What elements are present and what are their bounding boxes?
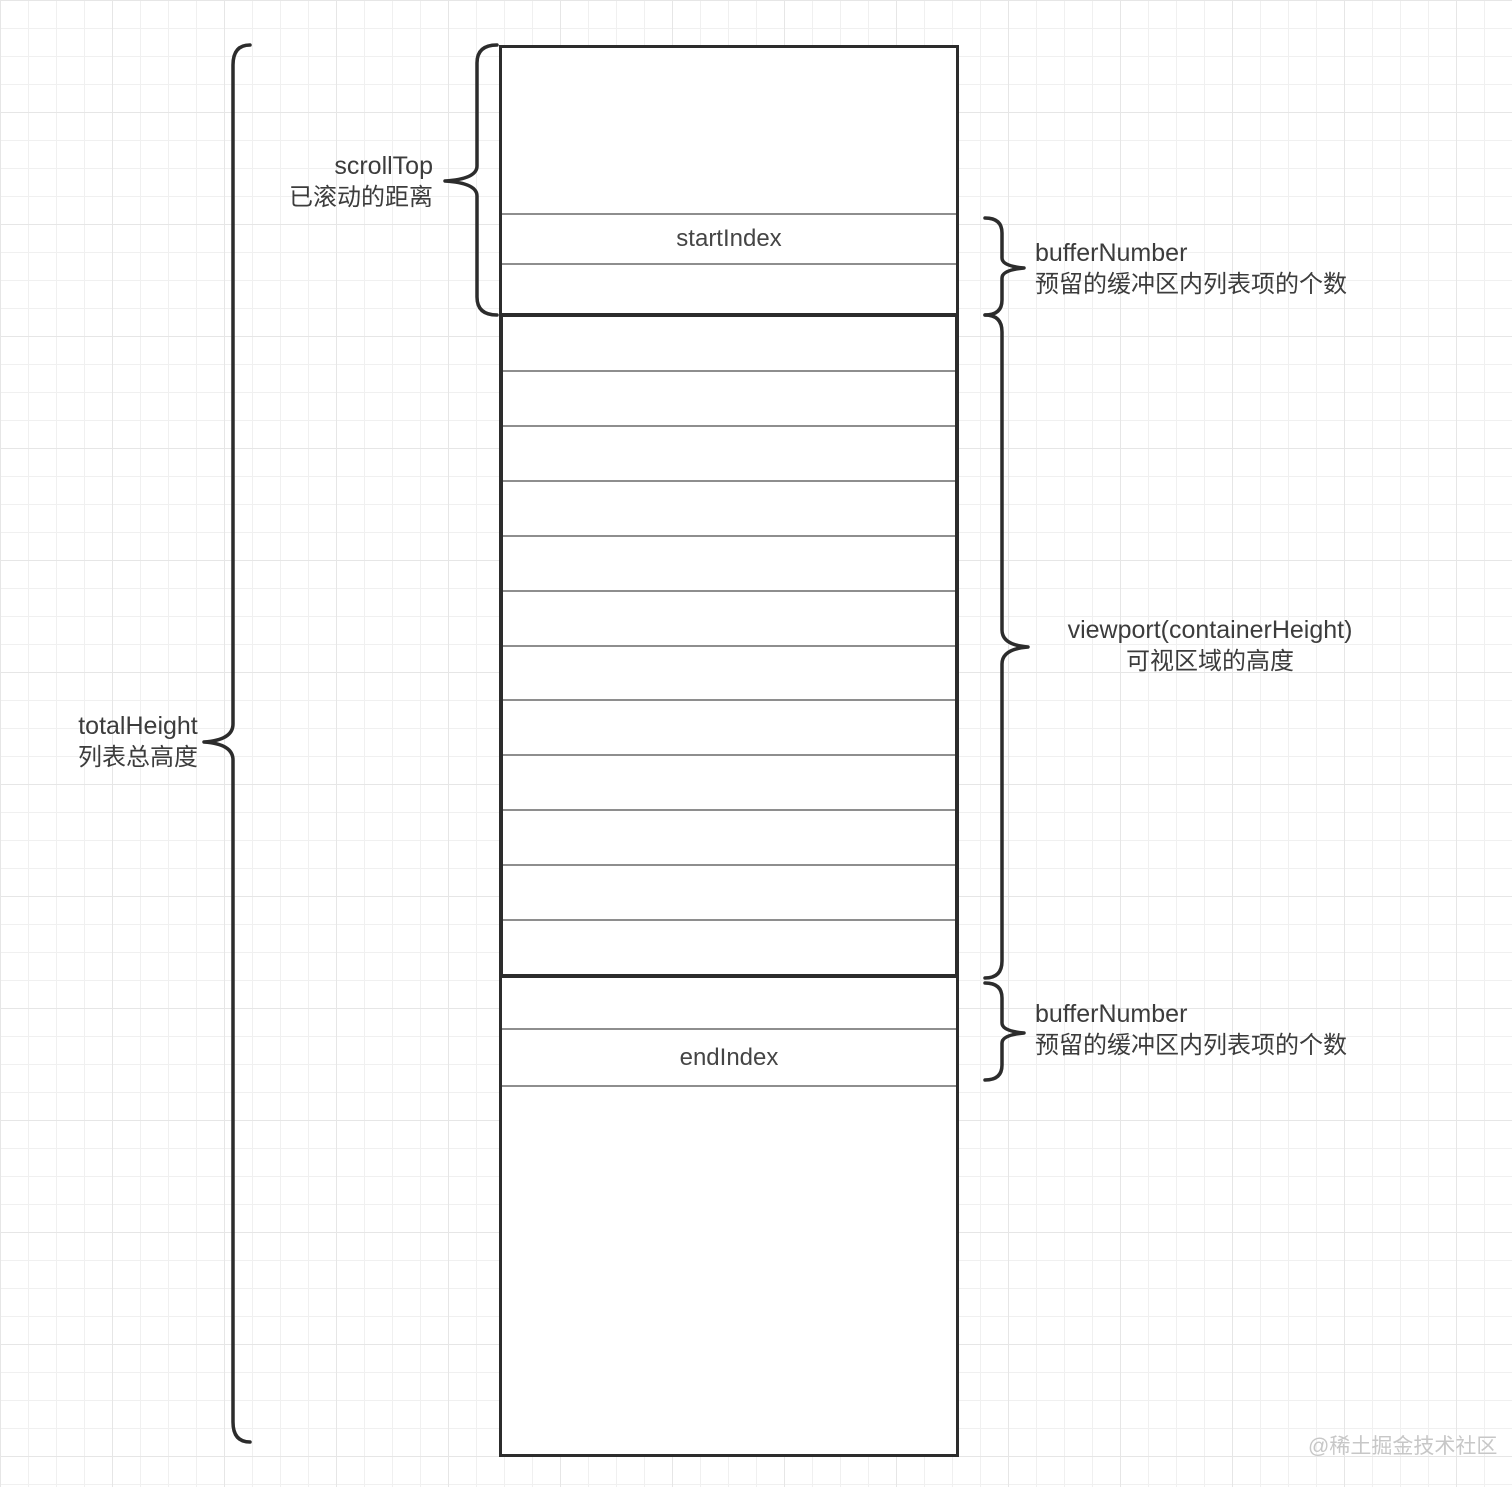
buffer-number-bottom-subtitle: 预留的缓冲区内列表项的个数: [1035, 1032, 1347, 1059]
watermark: @稀土掘金技术社区: [1308, 1435, 1498, 1458]
buffer-number-top-title: bufferNumber: [1035, 239, 1188, 267]
scroll-top-subtitle: 已滚动的距离: [289, 184, 433, 211]
viewport-list-row: [503, 919, 955, 974]
viewport-brace: [983, 313, 1030, 980]
scroll-top-brace: [443, 43, 499, 317]
viewport-list-row: [503, 479, 955, 535]
buffer-number-top-subtitle: 预留的缓冲区内列表项的个数: [1035, 271, 1347, 298]
viewport-list-row: [503, 369, 955, 425]
total-height-label: totalHeight 列表总高度: [78, 710, 198, 773]
viewport-subtitle: 可视区域的高度: [1126, 648, 1294, 675]
buffer-bottom-brace: [983, 981, 1026, 1082]
viewport-list-row: [503, 424, 955, 480]
divider-line: [502, 1028, 956, 1030]
divider-line: [502, 263, 956, 265]
viewport-list-row: [503, 864, 955, 919]
viewport-list-row: [503, 589, 955, 645]
viewport-title: viewport(containerHeight): [1067, 616, 1353, 644]
buffer-number-bottom-title: bufferNumber: [1035, 1000, 1188, 1028]
buffer-top-brace: [983, 216, 1026, 317]
viewport-label: viewport(containerHeight) 可视区域的高度: [1040, 614, 1380, 677]
viewport-list-row: [503, 317, 955, 370]
viewport-list-row: [503, 534, 955, 590]
total-height-brace: [202, 43, 252, 1444]
buffer-number-top-label: bufferNumber 预留的缓冲区内列表项的个数: [1035, 237, 1347, 300]
viewport-list-row: [503, 699, 955, 754]
divider-line: [502, 1085, 956, 1087]
buffer-number-bottom-label: bufferNumber 预留的缓冲区内列表项的个数: [1035, 998, 1347, 1061]
scroll-top-label: scrollTop 已滚动的距离: [289, 150, 433, 213]
viewport-list-row: [503, 809, 955, 864]
viewport-list-row: [503, 754, 955, 809]
total-height-title: totalHeight: [78, 712, 198, 740]
end-index-row: endIndex: [679, 1044, 779, 1071]
start-index-row: startIndex: [676, 225, 782, 252]
scroll-top-title: scrollTop: [334, 152, 433, 180]
divider-line: [502, 213, 956, 215]
viewport-box: [499, 313, 959, 978]
total-height-subtitle: 列表总高度: [78, 744, 198, 771]
viewport-list-row: [503, 644, 955, 700]
